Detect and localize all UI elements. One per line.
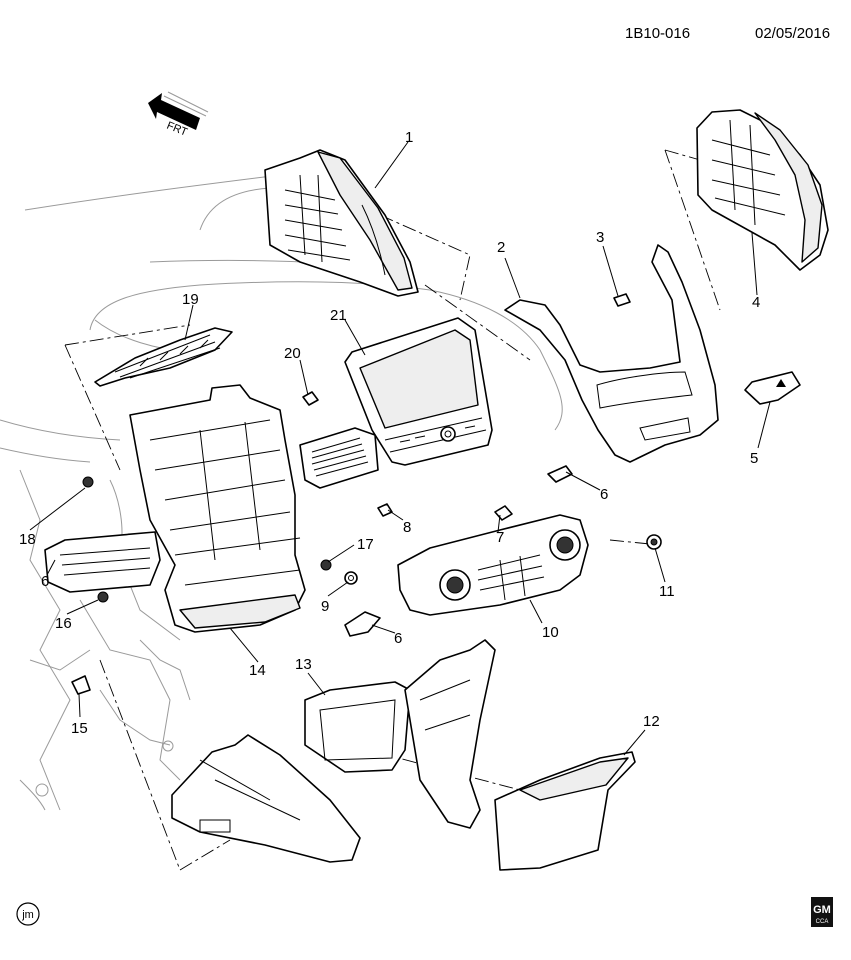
part-20-clip[interactable] bbox=[302, 391, 319, 406]
callout-7: 7 bbox=[496, 529, 504, 546]
callout-15: 15 bbox=[71, 720, 88, 737]
callout-9: 9 bbox=[321, 598, 329, 615]
callout-2: 2 bbox=[497, 239, 505, 256]
gm-logo: GM CCA bbox=[811, 897, 833, 927]
artist-mark: jm bbox=[16, 902, 40, 926]
callout-20: 20 bbox=[284, 345, 301, 362]
callout-11: 11 bbox=[659, 583, 675, 600]
part-19-defroster-grille[interactable] bbox=[94, 327, 233, 387]
part-16-screw[interactable] bbox=[97, 591, 109, 603]
part-14-mounting-bracket[interactable] bbox=[129, 384, 306, 633]
callout-8: 8 bbox=[403, 519, 411, 536]
gm-logo-top: GM bbox=[813, 904, 831, 916]
part-3-clip[interactable] bbox=[613, 293, 631, 307]
callout-12: 12 bbox=[643, 713, 660, 730]
console-side-panel-left[interactable] bbox=[171, 734, 361, 863]
radio-receiver-module[interactable] bbox=[299, 427, 379, 489]
part-5-hazard-switch[interactable] bbox=[744, 371, 801, 405]
diagram-id: 1B10-016 bbox=[625, 25, 690, 42]
console-side-panel-right[interactable] bbox=[404, 639, 496, 829]
part-2-trim-bezel[interactable] bbox=[504, 244, 719, 463]
diagram-date: 02/05/2016 bbox=[755, 25, 830, 42]
part-11-screw[interactable] bbox=[646, 534, 662, 550]
part-6-upper-clip[interactable] bbox=[547, 465, 573, 483]
part-6-left-bracket[interactable] bbox=[44, 531, 161, 593]
callout-6-upper: 6 bbox=[600, 486, 608, 503]
artist-mark-label: jm bbox=[21, 909, 34, 921]
part-18-screw[interactable] bbox=[82, 476, 94, 488]
callout-4: 4 bbox=[752, 294, 760, 311]
part-4-side-air-vent[interactable] bbox=[696, 109, 829, 271]
callout-10: 10 bbox=[542, 624, 559, 641]
callout-5: 5 bbox=[750, 450, 758, 467]
leader-lines bbox=[29, 141, 771, 756]
part-17-nut[interactable] bbox=[320, 559, 332, 571]
part-1-center-air-vent[interactable] bbox=[264, 149, 419, 297]
callout-17: 17 bbox=[357, 536, 374, 553]
gm-logo-bottom: CCA bbox=[816, 919, 829, 925]
part-6-lower-clip[interactable] bbox=[344, 611, 381, 637]
callouts: 1 2 3 4 5 6 6 6 7 8 9 10 11 12 13 14 15 … bbox=[19, 129, 760, 737]
part-8-clip[interactable] bbox=[377, 503, 393, 517]
callout-19: 19 bbox=[182, 291, 199, 308]
callout-1: 1 bbox=[405, 129, 413, 146]
callout-6-left: 6 bbox=[41, 573, 49, 590]
callout-16: 16 bbox=[55, 615, 72, 632]
part-13-console-trim[interactable] bbox=[304, 681, 411, 773]
callout-6-lower: 6 bbox=[394, 630, 402, 647]
part-21-display-module[interactable] bbox=[344, 317, 493, 466]
callout-21: 21 bbox=[330, 307, 347, 324]
callout-13: 13 bbox=[295, 656, 312, 673]
part-15-clip[interactable] bbox=[71, 675, 91, 695]
part-12-storage-bin[interactable] bbox=[494, 751, 636, 871]
part-9-nut[interactable] bbox=[344, 571, 358, 585]
front-direction-arrow-icon: FRT bbox=[148, 91, 209, 139]
callout-14: 14 bbox=[249, 662, 266, 679]
callout-18: 18 bbox=[19, 531, 36, 548]
callout-3: 3 bbox=[596, 229, 604, 246]
part-7-clip[interactable] bbox=[494, 505, 513, 521]
part-10-climate-control[interactable] bbox=[397, 514, 589, 616]
